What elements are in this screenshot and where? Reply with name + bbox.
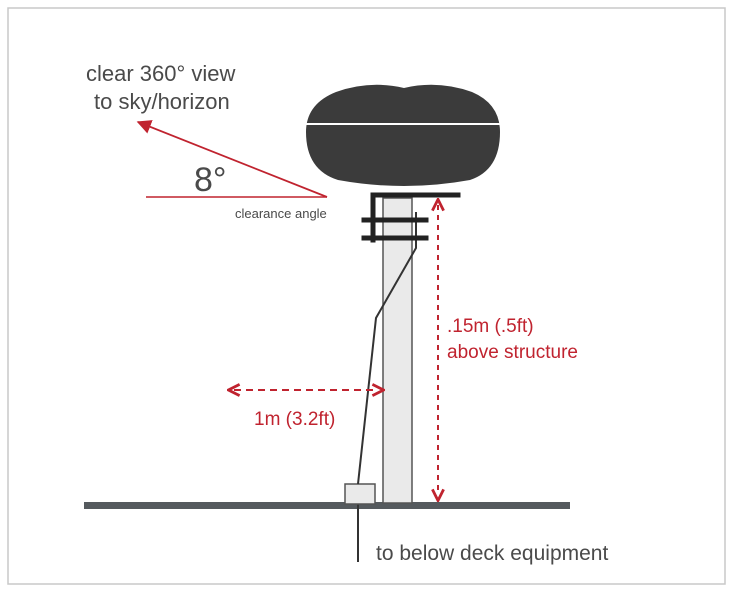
clearance-angle-arrow — [136, 120, 328, 198]
view-label-line1: clear 360° view — [86, 61, 236, 86]
diagram-frame — [7, 7, 726, 585]
deck-surface — [84, 502, 570, 509]
below-deck-label: to below deck equipment — [376, 542, 608, 565]
height-label-line2: above structure — [447, 342, 578, 363]
angle-value-label: 8° — [194, 161, 227, 199]
distance-label: 1m (3.2ft) — [254, 409, 335, 430]
clearance-angle-label: clearance angle — [235, 206, 327, 221]
antenna-cable — [357, 212, 417, 485]
view-label-line2: to sky/horizon — [94, 89, 230, 114]
antenna-bracket — [361, 192, 461, 243]
antenna-dome — [306, 84, 500, 186]
cable-junction-box — [344, 483, 376, 505]
mounting-pole — [382, 197, 413, 504]
height-label-line1: .15m (.5ft) — [447, 316, 534, 337]
